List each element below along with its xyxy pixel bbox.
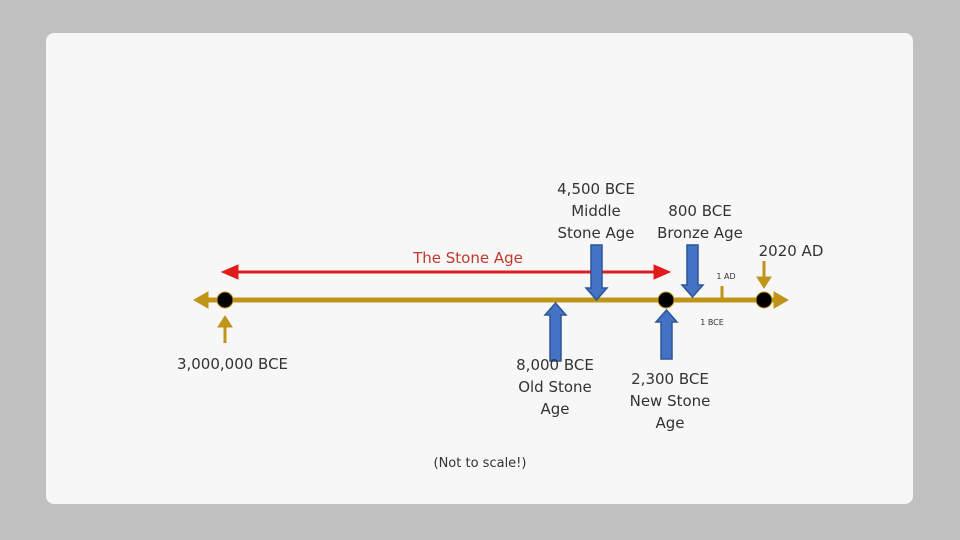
start-arrow-head bbox=[217, 315, 233, 328]
old-stone-age-label: 8,000 BCE Old Stone Age bbox=[516, 356, 594, 418]
new-stone-age-arrow bbox=[654, 308, 679, 360]
stone-age-span-left-arrowhead bbox=[220, 264, 239, 280]
stone-age-span-right-arrowhead bbox=[653, 264, 672, 280]
stone-age-label: The Stone Age bbox=[413, 249, 523, 267]
start-dot bbox=[216, 291, 234, 309]
slide: The Stone Age 4,500 BCE Middle Stone Age… bbox=[46, 33, 913, 504]
bce2300-dot bbox=[657, 291, 675, 309]
present-label: 2020 AD bbox=[758, 242, 824, 260]
bronze-age-arrow bbox=[680, 244, 705, 299]
timeline-left-arrowhead bbox=[192, 291, 209, 309]
bronze-age-label: 800 BCE Bronze Age bbox=[657, 202, 743, 242]
old-stone-age-arrow bbox=[543, 301, 568, 362]
timeline-right-arrowhead bbox=[773, 291, 790, 309]
not-to-scale-note: (Not to scale!) bbox=[433, 456, 527, 471]
new-stone-age-label: 2,300 BCE New Stone Age bbox=[629, 370, 711, 432]
ad1-label: 1 AD bbox=[716, 272, 736, 281]
start-label: 3,000,000 BCE bbox=[176, 355, 289, 373]
middle-stone-age-label: 4,500 BCE Middle Stone Age bbox=[557, 180, 635, 242]
middle-stone-age-arrow bbox=[584, 244, 609, 302]
present-arrow-head bbox=[756, 276, 772, 289]
present-dot bbox=[755, 291, 773, 309]
timeline-diagram bbox=[192, 244, 790, 362]
bce1-label: 1 BCE bbox=[700, 318, 724, 327]
